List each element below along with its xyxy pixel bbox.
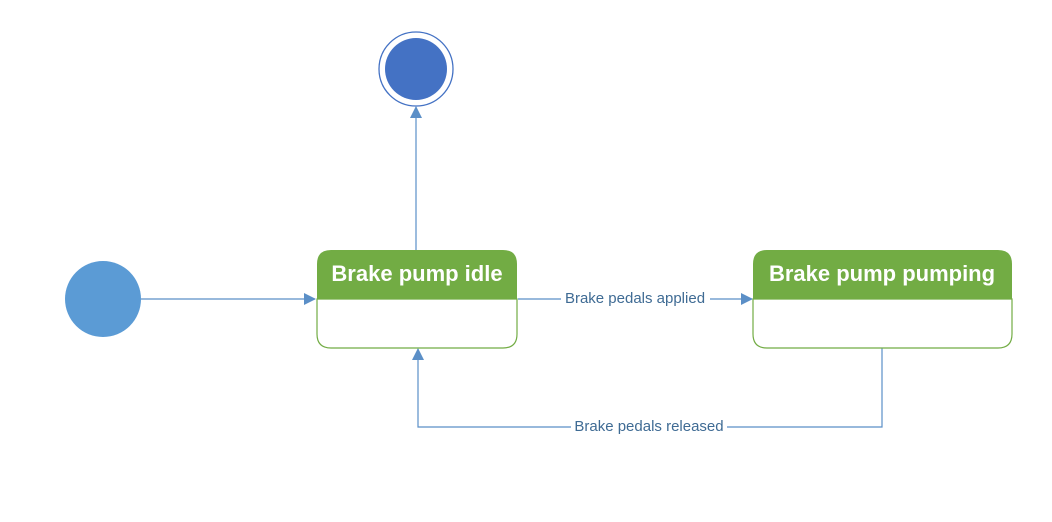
transition-label-released: Brake pedals released — [574, 418, 723, 435]
state-pumping-header — [753, 250, 1012, 299]
state-idle-title: Brake pump idle — [331, 261, 502, 286]
initial-node — [65, 261, 141, 337]
state-pumping-title: Brake pump pumping — [769, 261, 995, 286]
state-idle-body — [316, 298, 518, 349]
state-idle: Brake pump idle — [316, 250, 518, 349]
state-pumping-body — [752, 298, 1013, 349]
state-idle-header — [317, 250, 517, 299]
state-pumping: Brake pump pumping — [752, 250, 1013, 349]
transition-pumping-to-idle-right — [727, 348, 883, 428]
final-node — [378, 31, 454, 107]
transition-pumping-to-idle-left — [412, 348, 571, 428]
transition-label-applied: Brake pedals applied — [565, 290, 705, 307]
